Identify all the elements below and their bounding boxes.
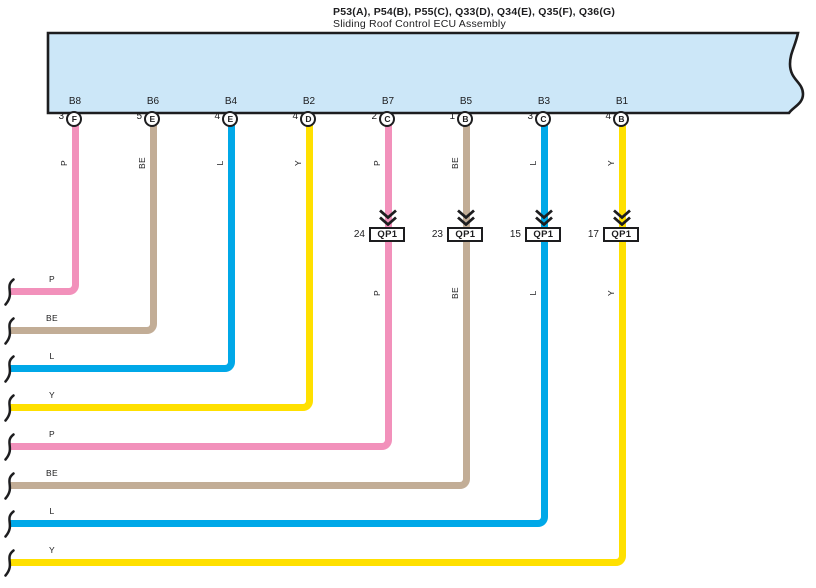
connector-circle-C: C [535, 110, 552, 127]
wire-color-label: Y [606, 160, 616, 166]
splice-pin-number: 17 [587, 229, 599, 240]
pin-number: 1 [449, 111, 455, 122]
splice-box-QP1: QP1 [447, 227, 484, 242]
splice-chevron-icon [612, 209, 632, 226]
wire-break-icon [2, 549, 17, 577]
wire-color-label: L [528, 160, 538, 166]
connector-label-B1: B1 [615, 96, 629, 107]
wire-B2 [9, 125, 313, 411]
wire-B6 [9, 125, 157, 334]
wire-color-label: P [49, 429, 55, 439]
ecu-assembly-title: Sliding Roof Control ECU Assembly [333, 18, 506, 30]
connector-circle-D: D [300, 110, 317, 127]
splice-box-QP1: QP1 [369, 227, 406, 242]
splice-box-QP1: QP1 [603, 227, 640, 242]
splice-chevron-icon [456, 209, 476, 226]
wire-color-label: P [59, 160, 69, 166]
connector-label-B3: B3 [537, 96, 551, 107]
connector-circle-B: B [457, 110, 474, 127]
connector-label-B2: B2 [302, 96, 316, 107]
wire-color-label: Y [606, 290, 616, 296]
wire-color-label: L [528, 290, 538, 296]
splice-chevron-icon [378, 209, 398, 226]
splice-pin-number: 24 [353, 229, 365, 240]
wire-color-label: BE [450, 157, 460, 169]
connector-label-B8: B8 [68, 96, 82, 107]
wire-break-icon [2, 355, 17, 383]
wire-break-icon [2, 317, 17, 345]
wire-color-label: BE [46, 313, 58, 323]
wire-color-label: P [372, 290, 382, 296]
wire-B8 [9, 125, 79, 295]
ecu-connector-codes-title: P53(A), P54(B), P55(C), Q33(D), Q34(E), … [333, 6, 616, 18]
wire-break-icon [2, 510, 17, 538]
wire-break-icon [2, 433, 17, 461]
pin-number: 4 [292, 111, 298, 122]
splice-chevron-icon [534, 209, 554, 226]
wire-color-label: P [49, 274, 55, 284]
connector-circle-E: E [222, 110, 239, 127]
splice-pin-number: 23 [431, 229, 443, 240]
connector-label-B5: B5 [459, 96, 473, 107]
connector-label-B4: B4 [224, 96, 238, 107]
wire-B5 [9, 125, 470, 489]
wire-color-label: L [215, 160, 225, 166]
wire-color-label: P [372, 160, 382, 166]
wire-color-label: BE [46, 468, 58, 478]
connector-circle-C: C [379, 110, 396, 127]
wire-B3 [9, 125, 548, 527]
splice-pin-number: 15 [509, 229, 521, 240]
wire-B4 [9, 125, 235, 372]
connector-circle-F: F [66, 110, 83, 127]
wire-B7 [9, 125, 392, 450]
wire-color-label: BE [450, 287, 460, 299]
wire-break-icon [2, 278, 17, 306]
wire-color-label: Y [49, 545, 55, 555]
wire-break-icon [2, 394, 17, 422]
pin-number: 3 [58, 111, 64, 122]
pin-number: 3 [527, 111, 533, 122]
pin-number: 4 [214, 111, 220, 122]
connector-circle-B: B [613, 110, 630, 127]
wire-break-icon [2, 472, 17, 500]
connector-label-B7: B7 [381, 96, 395, 107]
pin-number: 5 [136, 111, 142, 122]
connector-circle-E: E [144, 110, 161, 127]
wire-color-label: Y [293, 160, 303, 166]
ecu-box [46, 31, 805, 115]
wire-color-label: L [49, 506, 55, 516]
pin-number: 4 [605, 111, 611, 122]
wire-color-label: Y [49, 390, 55, 400]
pin-number: 2 [371, 111, 377, 122]
splice-box-QP1: QP1 [525, 227, 562, 242]
wire-B1 [9, 125, 626, 566]
wire-color-label: BE [137, 157, 147, 169]
connector-label-B6: B6 [146, 96, 160, 107]
wire-color-label: L [49, 351, 55, 361]
